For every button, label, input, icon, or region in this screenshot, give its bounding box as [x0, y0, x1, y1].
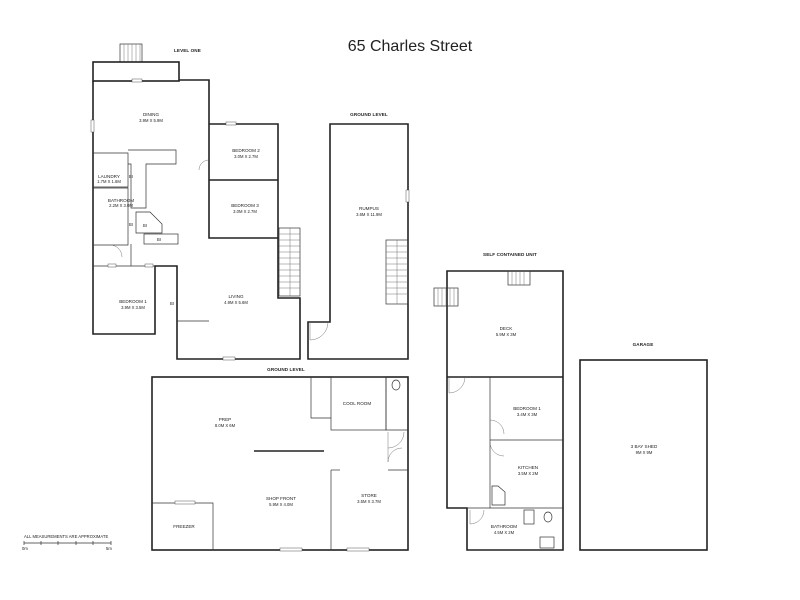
- built-in-label: BI: [170, 301, 174, 306]
- room-dims-bedroom-2: 3.0M X 2.7M: [234, 154, 258, 159]
- window: [346, 547, 370, 552]
- level-one-walls: [92, 79, 301, 360]
- room-dims-dining: 3.9M X 5.9M: [139, 118, 163, 123]
- room-dims-unit-bathroom: 4.5M X 2M: [494, 530, 515, 535]
- shower-icon: [539, 536, 555, 549]
- bathroom-walls: [93, 187, 129, 246]
- built-in-robe: [143, 233, 179, 245]
- room-dims-bedroom-3: 3.0M X 2.7M: [233, 209, 257, 214]
- window: [222, 356, 236, 361]
- door-swing: [387, 447, 403, 463]
- scale-note: ALL MEASUREMENTS ARE APPROXIMATE: [24, 534, 108, 539]
- ground-level-label: GROUND LEVEL: [350, 112, 388, 117]
- level-one-plan: LEVEL ONE: [90, 43, 301, 361]
- level-one-label: LEVEL ONE: [174, 48, 201, 53]
- room-label-laundry: LAUNDRY: [98, 174, 120, 179]
- window: [279, 547, 303, 552]
- room-dims-rumpus: 3.6M X 11.9M: [356, 212, 382, 217]
- freezer-walls: [152, 502, 214, 550]
- cool-room-entry: [310, 377, 331, 419]
- room-dims-prep: 8.0M X 6M: [215, 423, 236, 428]
- room-label-dining: DINING: [143, 112, 160, 117]
- garage-label: GARAGE: [633, 342, 654, 347]
- vanity-icon: [523, 509, 535, 525]
- shed-walls: [579, 359, 708, 551]
- room-label-shed: 3 BAY SHED: [631, 444, 658, 449]
- door-swing: [198, 159, 210, 171]
- pantry-outline: [135, 211, 163, 234]
- garage-plan: GARAGE 3 BAY SHED 9M X 9M: [579, 342, 708, 551]
- room-label-unit-bedroom-1: BEDROOM 1: [513, 406, 541, 411]
- room-label-cool-room: COOL ROOM: [343, 401, 372, 406]
- window: [144, 263, 154, 268]
- built-in-label: BI: [157, 237, 161, 242]
- page-title: 65 Charles Street: [347, 38, 473, 55]
- room-dims-living: 4.9M X 5.6M: [224, 300, 248, 305]
- stair-icon: [119, 43, 143, 63]
- stair-icon: [507, 270, 531, 286]
- room-dims-shop-front: 5.9M X 4.0M: [269, 502, 293, 507]
- door-swing: [448, 376, 466, 394]
- window: [131, 78, 143, 83]
- window: [405, 189, 410, 203]
- room-label-freezer: FREEZER: [173, 524, 195, 529]
- room-label-kitchen: KITCHEN: [518, 465, 538, 470]
- door-swing: [489, 441, 505, 457]
- room-label-bedroom-1: BEDROOM 1: [119, 299, 147, 304]
- room-label-unit-bathroom: BATHROOM: [491, 524, 517, 529]
- rumpus-walls: [307, 123, 409, 360]
- room-label-living: LIVING: [228, 294, 243, 299]
- ground-level-shop-plan: GROUND LEVEL PREP 8.0M X 6M COOL ROOM SH…: [151, 367, 409, 552]
- room-dims-laundry: 1.7M X 1.6M: [97, 179, 121, 184]
- door-swing: [387, 431, 405, 449]
- room-label-rumpus: RUMPUS: [359, 206, 379, 211]
- room-dims-shed: 9M X 9M: [636, 450, 653, 455]
- balcony-outline: [92, 61, 180, 82]
- toilet-icon: [543, 511, 553, 523]
- window: [174, 500, 196, 505]
- room-dims-kitchen: 3.5M X 2M: [518, 471, 539, 476]
- ground-level-label: GROUND LEVEL: [267, 367, 305, 372]
- room-dims-unit-bedroom-1: 3.4M X 3M: [517, 412, 538, 417]
- stair-icon: [278, 227, 301, 297]
- window: [107, 263, 117, 268]
- room-label-prep: PREP: [219, 417, 232, 422]
- window: [90, 119, 95, 133]
- laundry-walls: [93, 152, 129, 188]
- room-label-bedroom-3: BEDROOM 3: [231, 203, 259, 208]
- self-contained-unit-plan: SELF CONTAINED UNIT DECK 5.: [433, 252, 564, 551]
- scale-bar: ALL MEASUREMENTS ARE APPROXIMATE 0m 5m: [22, 534, 112, 551]
- room-label-bedroom-2: BEDROOM 2: [232, 148, 260, 153]
- built-in-label: BI: [143, 223, 147, 228]
- door-swing: [309, 321, 329, 341]
- room-dims-deck: 5.9M X 3M: [496, 332, 517, 337]
- bedroom-block-walls: [209, 123, 279, 238]
- room-label-store: STORE: [361, 493, 377, 498]
- room-dims-store: 3.5M X 3.7M: [357, 499, 381, 504]
- door-swing: [109, 244, 123, 258]
- room-label-shop-front: SHOP FRONT: [266, 496, 296, 501]
- window: [225, 121, 237, 126]
- door-swing: [469, 509, 485, 525]
- kitchen-bench: [128, 149, 177, 209]
- room-dims-bathroom: 2.2M X 3.0M: [109, 203, 133, 208]
- built-in-label: BI: [129, 222, 133, 227]
- kitchen-bench: [491, 485, 506, 506]
- scale-start: 0m: [22, 546, 28, 551]
- scale-end: 5m: [106, 546, 112, 551]
- door-swing: [489, 419, 505, 435]
- toilet-icon: [391, 379, 401, 391]
- room-label-bathroom: BATHROOM: [108, 198, 134, 203]
- built-in-label: BI: [129, 174, 133, 179]
- room-dims-bedroom-1: 3.9M X 3.5M: [121, 305, 145, 310]
- toilet-walls: [385, 377, 408, 431]
- self-contained-unit-label: SELF CONTAINED UNIT: [483, 252, 537, 257]
- room-label-deck: DECK: [500, 326, 514, 331]
- ground-level-rumpus-plan: GROUND LEVEL RUMPUS 3.6M X 11.9M: [307, 112, 410, 360]
- unit-outer-walls: [446, 270, 564, 551]
